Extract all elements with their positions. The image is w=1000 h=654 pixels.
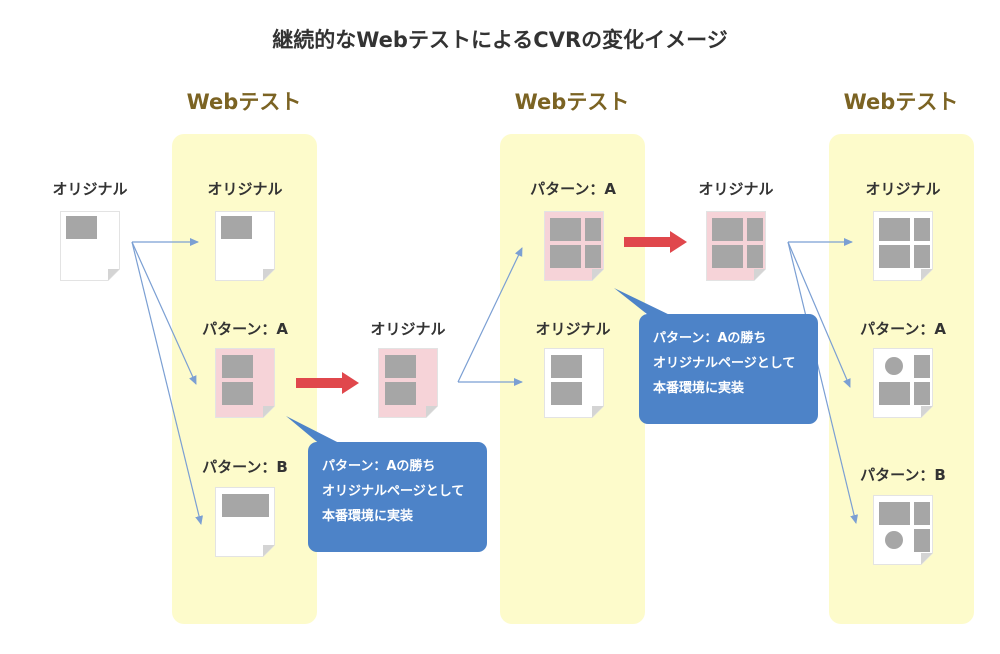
document-original-test1-icon [215,211,275,281]
document-original-after-test2-icon [706,211,766,281]
webtest-panel-3-title: Webテスト [843,90,959,114]
document-original-test3-icon [873,211,933,281]
connector-mid-to-pattern-a [457,247,523,383]
callout-1-line-3: 本番環境に実装 [322,509,414,524]
label-pattern-b-test3: パターン：B [860,466,946,484]
document-original-after-test1-icon [378,348,438,418]
webtest-panel-2-title: Webテスト [514,90,630,114]
label-original-after-test1: オリジナル [370,320,446,338]
label-original-test3: オリジナル [865,180,941,198]
connector-end-to-pattern-a [787,241,851,388]
document-original-test2-icon [544,348,604,418]
document-pattern-a-test1-icon [215,348,275,418]
webtest-panel-1-title: Webテスト [186,90,302,114]
label-original-test1: オリジナル [207,180,283,198]
document-original-start-icon [60,211,120,281]
connector-start-to-pattern-b [131,241,203,525]
callout-winner-test1: パターン：Aの勝ち オリジナルページとして 本番環境に実装 [308,442,487,552]
label-pattern-a-test2: パターン：A [530,180,616,198]
callout-2-line-3: 本番環境に実装 [653,381,745,396]
diagram-title: 継続的なWebテストによるCVRの変化イメージ [272,28,728,52]
callout-1-line-2: オリジナルページとして [322,484,465,499]
label-pattern-a-test1: パターン：A [202,320,288,338]
callout-2-line-2: オリジナルページとして [653,356,796,371]
label-original-test2: オリジナル [535,320,611,338]
label-original-start: オリジナル [52,180,128,198]
callout-tail-1 [286,416,345,446]
winner-arrow-2 [624,231,687,253]
label-pattern-b-test1: パターン：B [202,458,288,476]
connector-end-to-pattern-b [787,241,859,524]
connector-start-to-pattern-a [131,241,197,385]
document-pattern-a-test3-icon [873,348,933,418]
document-pattern-a-test2-icon [544,211,604,281]
callout-tail-2 [614,288,676,318]
document-pattern-b-test3-icon [873,495,933,565]
document-pattern-b-test1-icon [215,487,275,557]
callout-winner-test2: パターン：Aの勝ち オリジナルページとして 本番環境に実装 [639,314,818,424]
label-original-after-test2: オリジナル [698,180,774,198]
callout-1-line-1: パターン：Aの勝ち [322,459,436,474]
winner-arrow-1 [296,372,359,394]
callout-2-line-1: パターン：Aの勝ち [653,331,767,346]
label-pattern-a-test3: パターン：A [860,320,946,338]
